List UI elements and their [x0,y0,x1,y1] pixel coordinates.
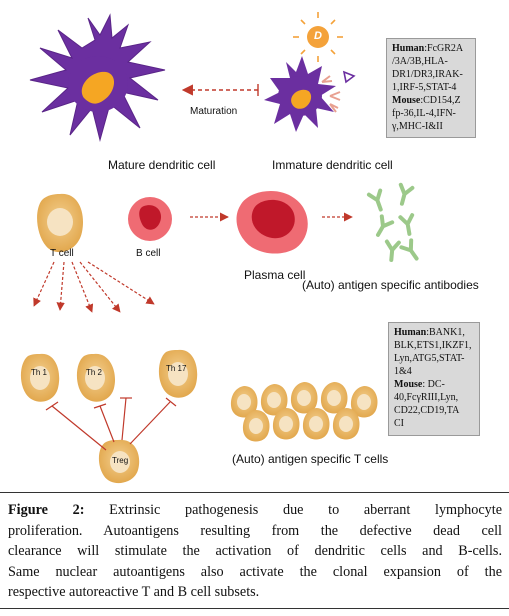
gene-box-line: DR1/DR3,IRAK- [392,69,463,80]
caption-line: Figure 2: Extrinsic pathogenesis due to … [8,502,503,518]
th1-cell [20,353,60,402]
tcell-differentiation-arrows [33,261,155,313]
gene-box-line: fp-36,IL-4,IFN- [392,108,456,119]
plasma-cell [236,191,308,254]
gene-box-line: 1,IRF-5,STAT-4 [392,82,457,93]
gene-box-line: CI [394,418,404,429]
caption-line: respective autoreactive T and B cell sub… [8,584,260,600]
antibodies [366,182,419,262]
sun-letter-d: D [314,30,322,42]
caption-figure-label: Figure 2: [8,502,85,518]
treg-inhibition-lines [45,397,177,451]
b-cell [128,197,172,241]
gene-box-line: 1&4 [394,366,412,377]
gene-box-line: Mouse:CD154,Z [392,95,461,106]
gene-box-dendritic: Human:FcGR2A /3A/3B,HLA- DR1/DR3,IRAK- 1… [386,38,476,138]
gene-box-line: Lyn,ATG5,STAT- [394,353,465,364]
mature-dendritic-cell [29,13,166,142]
gene-box-line: Human:BANK1, [394,327,465,338]
gene-box-line: BLK,ETS1,IKZF1, [394,340,472,351]
th17-label: Th 17 [166,364,187,373]
t-cell-label: T cell [50,248,74,259]
th2-label: Th 2 [86,368,103,377]
gene-box-line: CD22,CD19,TA [394,405,460,416]
th17-cell [158,349,198,398]
t-cells-label: (Auto) antigen specific T cells [232,452,389,466]
antigen-specific-t-cells [230,382,378,442]
immature-dc-label: Immature dendritic cell [272,158,393,172]
plasma-cell-label: Plasma cell [244,268,306,282]
gene-box-line: Human:FcGR2A [392,43,464,54]
b-cell-label: B cell [136,248,161,259]
th2-cell [76,353,116,402]
caption-line: Same nuclear autoantigens also activate … [8,563,502,580]
gene-box-line: Mouse: DC- [394,379,445,390]
immature-dendritic-cell [264,12,356,132]
mature-dc-label: Mature dendritic cell [108,158,216,172]
gene-box-lymphocyte: Human:BANK1, BLK,ETS1,IKZF1, Lyn,ATG5,ST… [388,322,480,436]
treg-label: Treg [112,456,129,465]
gene-box-line: 40,FcγRIII,Lyn, [394,392,459,403]
caption-line: proliferation. Autoantigens resulting fr… [8,522,502,539]
th1-label: Th 1 [31,368,48,377]
maturation-arrow [181,84,259,96]
caption-top-rule [0,492,509,493]
gene-box-line: γ,MHC-I&II [392,121,443,132]
treg-cell [98,439,140,484]
figure-caption: Figure 2: Extrinsic pathogenesis due to … [8,500,502,603]
autoantigen-sun-icon [293,12,343,62]
antibodies-label: (Auto) antigen specific antibodies [302,278,479,292]
t-cell [37,193,84,253]
figure-diagram [20,12,419,484]
gene-box-line: /3A/3B,HLA- [392,56,448,67]
caption-line: clearance will stimulate the activation … [8,543,502,559]
caption-bottom-rule [0,608,509,609]
maturation-label: Maturation [190,106,238,117]
